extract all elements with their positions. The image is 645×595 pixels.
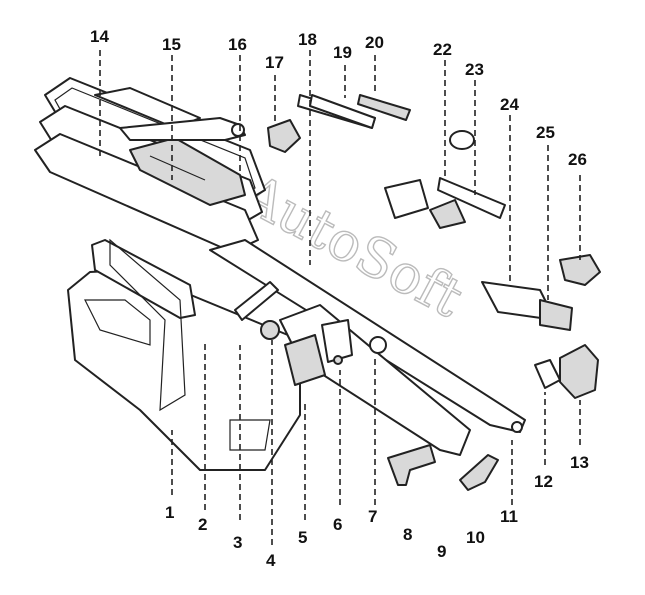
leader-lines (99, 50, 581, 545)
callout-22: 22 (433, 40, 452, 59)
callout-10: 10 (466, 528, 485, 547)
part-26-fastener (559, 254, 601, 286)
callout-4: 4 (266, 551, 276, 570)
callout-8: 8 (403, 525, 412, 544)
part-16-arm (119, 117, 246, 141)
callout-14: 14 (90, 27, 109, 46)
callout-15: 15 (162, 35, 181, 54)
callout-13: 13 (570, 453, 589, 472)
callout-3: 3 (233, 533, 242, 552)
part-12-clip (534, 359, 561, 389)
callout-6: 6 (333, 515, 342, 534)
watermark: AutoSoft (231, 161, 473, 330)
callout-16: 16 (228, 35, 247, 54)
callout-1: 1 (165, 503, 174, 522)
callout-9: 9 (437, 542, 446, 561)
callout-2: 2 (198, 515, 207, 534)
part-4-strut (234, 281, 280, 340)
callout-19: 19 (333, 43, 352, 62)
part-20-strip (357, 94, 411, 121)
part-5-bracket (284, 334, 326, 386)
callout-24: 24 (500, 95, 519, 114)
callout-11: 11 (500, 507, 518, 526)
part-11-sill-bar (209, 239, 526, 433)
part-8-latch (387, 444, 436, 486)
callout-7: 7 (368, 507, 377, 526)
callout-5: 5 (298, 528, 307, 547)
part-13-housing (559, 344, 599, 399)
part-7-hinge (369, 336, 387, 354)
callout-25: 25 (536, 123, 555, 142)
callout-17: 17 (265, 53, 284, 72)
callout-20: 20 (365, 33, 384, 52)
part-6-bracket (321, 319, 353, 365)
callout-23: 23 (465, 60, 484, 79)
part-22-bracket (384, 179, 466, 229)
callout-18: 18 (298, 30, 317, 49)
callout-labels: 1 2 3 4 5 6 7 8 9 10 11 12 13 14 15 16 1… (90, 27, 589, 570)
part-17-latch (267, 119, 301, 153)
part-23-grommet (437, 130, 506, 219)
callout-12: 12 (534, 472, 553, 491)
callout-26: 26 (568, 150, 587, 169)
part-10-cover (459, 454, 499, 491)
part-25-plate (539, 299, 573, 331)
